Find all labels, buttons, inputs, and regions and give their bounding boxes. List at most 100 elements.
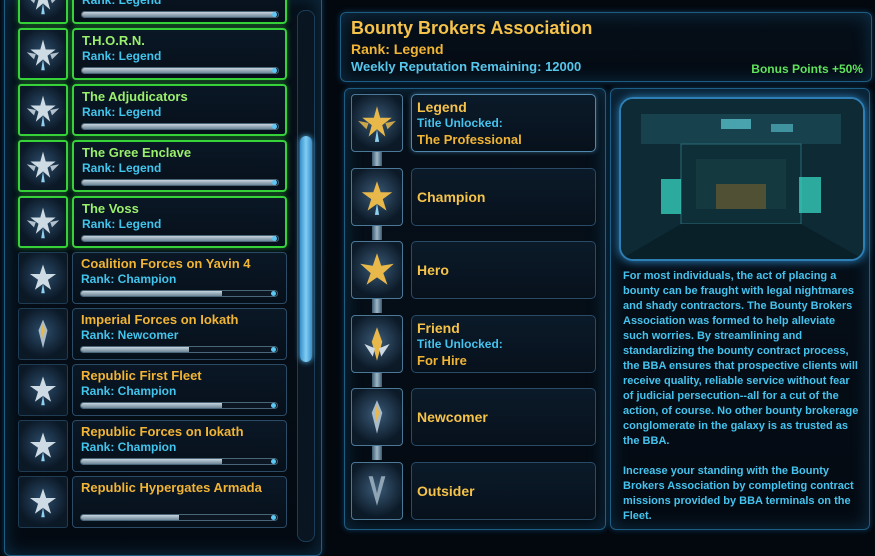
star-wing-emblem-icon xyxy=(26,151,60,183)
faction-rank-label: Rank: Legend xyxy=(82,49,162,63)
faction-rank-label: Rank: Legend xyxy=(82,217,162,231)
reputation-progress-fill xyxy=(82,180,277,185)
faction-rank-label: Rank: Legend xyxy=(82,105,162,119)
faction-emblem xyxy=(18,364,68,416)
reputation-progress-bar xyxy=(81,67,279,74)
faction-name: T.H.O.R.N. xyxy=(82,33,145,48)
description-paragraph: For most individuals, the act of placing… xyxy=(623,270,859,447)
newcomer-emblem-icon xyxy=(38,319,48,349)
faction-emblem xyxy=(18,196,68,248)
reputation-progress-bar xyxy=(81,123,279,130)
tier-connector xyxy=(372,372,382,387)
tier-connector xyxy=(372,225,382,240)
tier-emblem xyxy=(351,314,403,373)
faction-rank-label: Rank: Champion xyxy=(81,440,177,454)
tier-info-box: Hero xyxy=(411,241,596,299)
reputation-progress-fill xyxy=(81,403,223,408)
reputation-progress-bar xyxy=(81,235,279,242)
faction-name: Republic Forces on Iokath xyxy=(81,424,244,439)
reputation-progress-bar xyxy=(80,514,278,521)
tier-name: Newcomer xyxy=(417,409,488,425)
star-emblem-icon xyxy=(29,264,57,294)
rank-tier-newcomer[interactable]: Newcomer xyxy=(351,388,601,448)
rank-tier-champion[interactable]: Champion xyxy=(351,167,601,228)
tier-name: Champion xyxy=(417,188,486,205)
star-wing-emblem-icon xyxy=(26,207,60,239)
faction-emblem xyxy=(18,420,68,472)
legend-emblem-icon xyxy=(358,106,396,142)
reputation-progress-fill xyxy=(81,459,223,464)
progress-end-marker xyxy=(271,459,276,464)
reputation-progress-fill xyxy=(82,68,277,73)
progress-end-marker xyxy=(272,124,277,129)
progress-end-marker xyxy=(272,236,277,241)
reputation-progress-fill xyxy=(81,515,179,520)
star-wing-emblem-icon xyxy=(26,95,60,127)
progress-end-marker xyxy=(272,12,277,17)
friend-emblem-icon xyxy=(364,326,390,361)
tier-emblem xyxy=(351,167,403,226)
faction-emblem xyxy=(18,308,68,360)
faction-artwork xyxy=(619,97,865,261)
rank-tier-outsider[interactable]: Outsider xyxy=(351,461,601,522)
bonus-points: Bonus Points +50% xyxy=(751,62,863,76)
faction-name: The Adjudicators xyxy=(82,89,188,104)
progress-end-marker xyxy=(271,515,276,520)
hero-emblem-icon xyxy=(360,253,394,285)
champion-emblem-icon xyxy=(361,180,393,215)
tier-emblem xyxy=(351,241,403,299)
tier-emblem xyxy=(351,94,403,152)
faction-name: Republic Hypergates Armada xyxy=(81,480,262,495)
faction-emblem xyxy=(18,0,68,24)
faction-list-item[interactable]: T.H.O.R.N.Rank: Legend xyxy=(18,28,288,80)
reputation-progress-bar xyxy=(80,402,278,409)
reputation-progress-fill xyxy=(81,347,189,352)
title-unlocked-label: Title Unlocked: xyxy=(417,116,503,130)
reputation-progress-bar xyxy=(80,458,278,465)
faction-title: Bounty Brokers Association xyxy=(351,18,593,38)
tier-info-box: Newcomer xyxy=(411,388,596,446)
faction-name: Republic First Fleet xyxy=(81,368,202,383)
star-wing-emblem-icon xyxy=(26,39,60,71)
tier-name: Outsider xyxy=(417,482,475,499)
tier-name: Hero xyxy=(417,262,449,278)
faction-rank-label: Rank: Legend xyxy=(82,0,162,7)
tier-name: Friend xyxy=(417,319,460,336)
reputation-progress-fill xyxy=(82,124,277,129)
faction-name: Coalition Forces on Yavin 4 xyxy=(81,256,251,271)
tier-connector xyxy=(372,446,382,460)
tier-name: Legend xyxy=(417,99,467,115)
star-wing-emblem-icon xyxy=(30,0,56,15)
reputation-progress-bar xyxy=(80,346,278,353)
outsider-emblem-icon xyxy=(368,475,386,506)
faction-info-box: Strike Team OriconRank: Legend xyxy=(72,0,287,24)
progress-end-marker xyxy=(271,347,276,352)
rank-tier-hero[interactable]: Hero xyxy=(351,241,601,301)
tier-connector xyxy=(372,299,382,313)
faction-info-box: T.H.O.R.N.Rank: Legend xyxy=(72,28,287,80)
title-unlocked-value: The Professional xyxy=(417,132,522,147)
progress-end-marker xyxy=(271,403,276,408)
scrollbar-thumb[interactable] xyxy=(300,136,312,362)
faction-name: Imperial Forces on Iokath xyxy=(81,312,239,327)
reputation-progress-fill xyxy=(82,12,277,17)
faction-list-item[interactable]: Strike Team OriconRank: Legend xyxy=(18,0,288,24)
reputation-progress-fill xyxy=(81,291,223,296)
faction-list-item[interactable]: Republic Hypergates Armada xyxy=(18,476,288,528)
